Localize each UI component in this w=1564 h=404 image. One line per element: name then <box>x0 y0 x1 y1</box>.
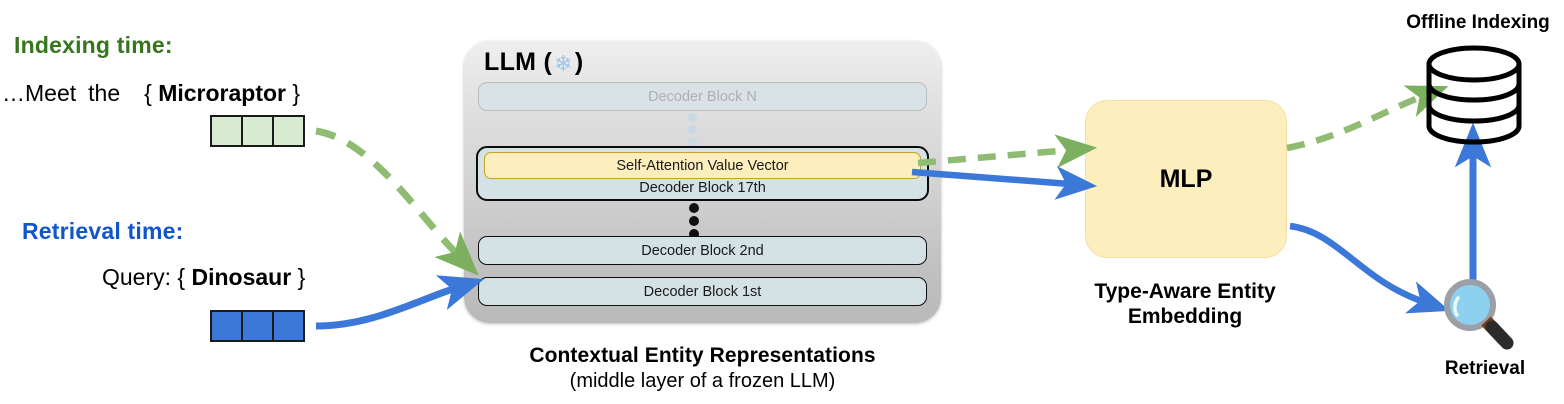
indexing-time-label: Indexing time: <box>14 32 173 58</box>
llm-caption-line1: Contextual Entity Representations <box>529 344 876 367</box>
arrow-mlp-to-database <box>1286 85 1449 152</box>
decoder-block-1-label: Decoder Block 1st <box>643 283 762 300</box>
token-chip <box>210 115 243 147</box>
self-attention-value-vector-box: Self-Attention Value Vector <box>484 152 921 179</box>
query-entity: Dinosaur <box>191 264 292 290</box>
mlp-caption-line2: Embedding <box>1127 304 1243 328</box>
decoder-block-1: Decoder Block 1st <box>478 277 927 306</box>
indexing-sentence-prefix: …Meet <box>2 80 77 106</box>
arrow-indexing-to-llm <box>315 127 479 276</box>
llm-title: LLM (❄) <box>484 48 584 77</box>
decoder-block-2: Decoder Block 2nd <box>478 236 927 265</box>
token-chip <box>241 310 274 342</box>
retrieval-icon-label: Retrieval <box>1444 358 1526 379</box>
query-token-chips <box>210 310 305 342</box>
magnifier-icon <box>1444 279 1514 350</box>
indexing-open-brace: { <box>144 80 152 106</box>
ellipsis-dots-light <box>688 113 697 146</box>
indexing-entity: Microraptor <box>158 80 286 106</box>
snowflake-icon: ❄ <box>554 50 573 76</box>
llm-container: Decoder Block N Self-Attention Value Vec… <box>464 41 941 323</box>
indexing-sentence-middle: the <box>88 80 121 106</box>
decoder-block-2-label: Decoder Block 2nd <box>641 242 764 259</box>
token-chip <box>272 115 305 147</box>
token-chip <box>241 115 274 147</box>
token-chip <box>272 310 305 342</box>
indexing-close-brace: } <box>292 80 301 106</box>
llm-caption-line2: (middle layer of a frozen LLM) <box>569 370 836 392</box>
decoder-block-n-label: Decoder Block N <box>648 88 757 105</box>
mlp-caption-line1: Type-Aware Entity <box>1094 280 1276 303</box>
indexing-sentence: …Meet the { Microraptor } <box>2 80 300 107</box>
llm-title-close: ) <box>574 48 584 76</box>
mlp-caption: Type-Aware Entity Embedding <box>1050 280 1320 330</box>
query-close-brace: } <box>297 264 306 290</box>
token-chip <box>210 310 243 342</box>
decoder-block-n: Decoder Block N <box>478 82 927 111</box>
decoder-block-17-label: Decoder Block 17th <box>639 180 766 196</box>
query-sentence: Query: { Dinosaur } <box>102 264 305 291</box>
decoder-block-17: Self-Attention Value Vector Decoder Bloc… <box>476 146 929 201</box>
retrieval-time-label: Retrieval time: <box>22 218 184 244</box>
arrow-query-to-llm <box>315 275 485 330</box>
query-open-brace: { <box>177 264 186 290</box>
mlp-label: MLP <box>1159 164 1213 193</box>
ellipsis-dots-dark <box>689 203 699 239</box>
llm-caption: Contextual Entity Representations (middl… <box>464 344 941 393</box>
indexing-token-chips <box>210 115 305 147</box>
self-attention-value-vector-label: Self-Attention Value Vector <box>616 157 789 174</box>
database-cylinder-icon <box>1426 45 1522 145</box>
llm-title-text: LLM ( <box>484 48 553 76</box>
mlp-block: MLP <box>1085 100 1287 258</box>
offline-indexing-label: Offline Indexing <box>1406 12 1550 33</box>
query-prefix: Query: <box>102 264 172 290</box>
